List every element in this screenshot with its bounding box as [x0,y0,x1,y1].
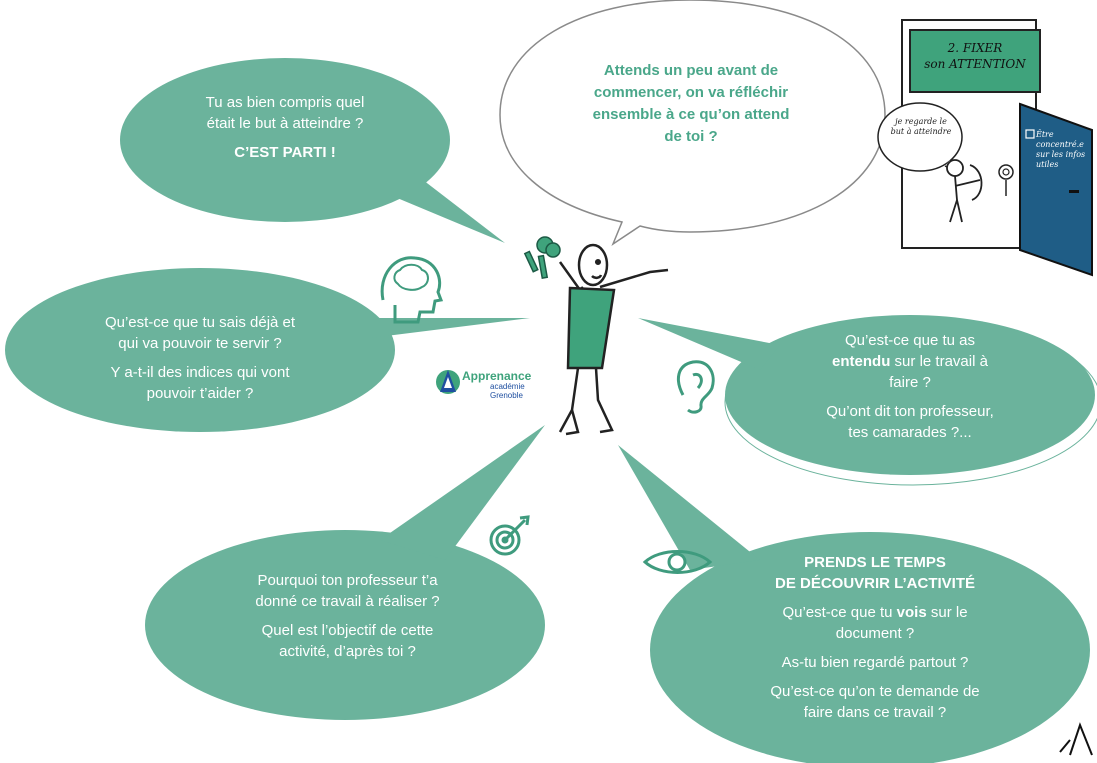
bubble-mid-right-line1: Qu’est-ce que tu as [844,332,976,349]
bubble-mid-left-line2: qui va pouvoir te servir ? [118,335,282,352]
bubble-mid-right-bold: entendu [832,353,891,370]
logo-sub2: Grenoble [490,391,523,400]
ear-icon [676,360,715,414]
logo-name: Apprenance [462,369,532,383]
corner-logo [1059,722,1093,756]
eye-icon [642,550,713,574]
bubble-top-center-line4: de toi ? [664,128,718,145]
bubble-mid-right-line2: entendu sur le travail à [775,351,1045,372]
brain-head-icon [380,256,444,324]
bubble-bottom-right-line1a: Qu’est-ce que tu [782,604,897,621]
bubble-top-left-text: Tu as bien compris quel était le but à a… [160,92,410,163]
target-icon [489,515,530,556]
bubble-top-center [499,0,886,246]
character [558,243,669,436]
bubble-top-left [120,58,505,243]
bubble-bottom-left-text: Pourquoi ton professeur t’a donné ce tra… [215,570,480,662]
bubble-top-left-line2: était le but à atteindre ? [206,115,364,132]
bubble-bottom-right-line1b: sur le [926,604,968,621]
bubble-mid-right-line5: tes camarades ?... [848,424,972,441]
bubble-mid-left-line1: Qu’est-ce que tu sais déjà et [104,314,296,331]
bubble-top-left-line1: Tu as bien compris quel [205,94,365,111]
bubble-bottom-right-heading2: DE DÉCOUVRIR L’ACTIVITÉ [774,575,976,592]
sketch-sign: 2. FIXER son ATTENTION [915,40,1035,72]
bubble-bottom-right [618,445,1090,763]
bubble-bottom-right-line3: As-tu bien regardé partout ? [781,654,969,671]
bubble-mid-right-line4: Qu’ont dit ton professeur, [826,403,994,420]
bubble-mid-left-line3: Y a-t-il des indices qui vont [110,364,290,381]
bubble-mid-right-line3: faire ? [889,374,931,391]
bubble-mid-right-text: Qu’est-ce que tu as entendu sur le trava… [775,330,1045,443]
bubble-bottom-left [145,425,545,720]
sketch-door-note: Être concentré.e sur les infos utiles [1036,130,1086,169]
bubble-top-center-text: Attends un peu avant de commencer, on va… [560,60,822,148]
bubble-bottom-right-bold: vois [896,604,927,621]
keys-icon [523,236,561,280]
bubble-bottom-right-line5: faire dans ce travail ? [803,704,947,721]
bubble-top-center-line2: commencer, on va réfléchir [593,84,789,101]
bubble-mid-left-line4: pouvoir t’aider ? [146,385,254,402]
sketch-sign-line2: son ATTENTION [924,57,1026,71]
sketch-sign-line1: 2. FIXER [947,41,1003,55]
logo-sub1: académie [490,382,525,391]
bubble-bottom-right-text: PRENDS LE TEMPS DE DÉCOUVRIR L’ACTIVITÉ … [730,552,1020,723]
bubble-mid-left-text: Qu’est-ce que tu sais déjà et qui va pou… [55,312,345,404]
bubble-mid-right [638,315,1097,486]
bubble-bottom-right-line1: Qu’est-ce que tu vois sur le [730,602,1020,623]
bubble-bottom-left-line2: donné ce travail à réaliser ? [255,593,440,610]
logo-mark [436,370,460,394]
bubble-bottom-left-line4: activité, d’après toi ? [279,643,416,660]
bubble-top-center-line1: Attends un peu avant de [603,62,779,79]
bubble-bottom-left-line3: Quel est l’objectif de cette [261,622,434,639]
bubble-top-left-strong: C’EST PARTI ! [234,144,336,161]
bubble-bottom-right-heading1: PRENDS LE TEMPS [804,554,946,571]
bubble-bottom-right-line4: Qu’est-ce qu’on te demande de [770,683,980,700]
bubble-top-center-line3: ensemble à ce qu’on attend [592,106,790,123]
sketch-thought: je regarde le but à atteindre [890,117,952,136]
bubble-bottom-right-line2: document ? [835,625,915,642]
bubble-mid-right-line2-rest: sur le travail à [890,353,988,370]
bubble-bottom-left-line1: Pourquoi ton professeur t’a [257,572,438,589]
attention-sketch [877,19,1093,277]
